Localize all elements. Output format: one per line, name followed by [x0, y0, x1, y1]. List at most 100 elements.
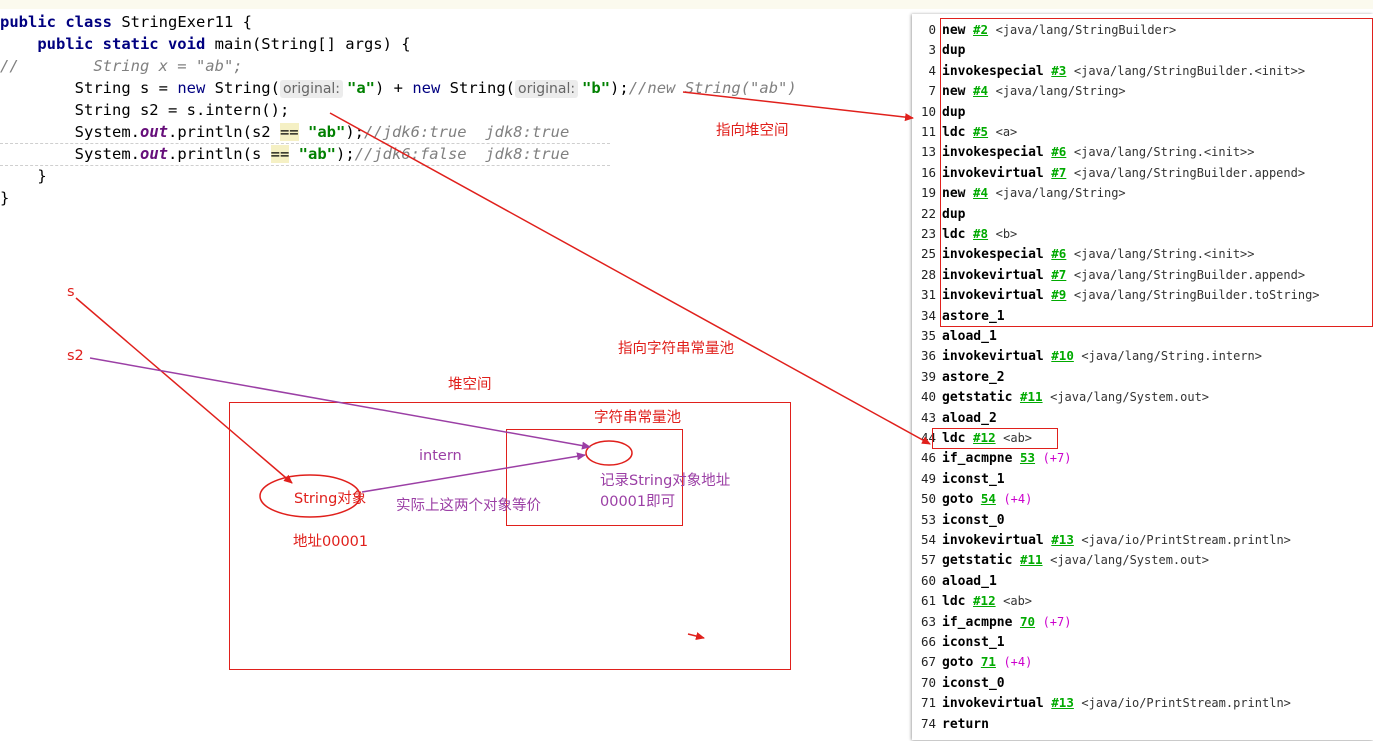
bytecode-opcode: aload_1 — [942, 329, 997, 344]
code-token: // String x = "ab"; — [0, 57, 243, 75]
bytecode-opcode: iconst_1 — [942, 471, 1005, 487]
bytecode-comment: <java/io/PrintStream.println> — [1081, 533, 1291, 547]
bytecode-comment: <ab> — [1003, 431, 1033, 445]
constant-pool-ref-link[interactable]: #9 — [1051, 287, 1067, 303]
bytecode-offset: 31 — [920, 287, 936, 303]
code-token: out — [139, 145, 168, 163]
constant-pool-ref-link[interactable]: 70 — [1019, 613, 1036, 629]
bytecode-opcode: invokevirtual — [942, 267, 1044, 283]
code-line: System.out.println(s2 == "ab");//jdk6:tr… — [0, 121, 569, 143]
constant-pool-ref-link[interactable]: #13 — [1051, 532, 1074, 547]
constant-pool-ref-link[interactable]: #10 — [1051, 348, 1074, 364]
code-token: public class — [0, 13, 122, 31]
code-token: "b" — [582, 79, 611, 97]
constant-pool-ref-link[interactable]: #6 — [1051, 144, 1067, 160]
bytecode-opcode: aload_2 — [942, 410, 997, 426]
constant-pool-ref-link[interactable]: #13 — [1051, 695, 1074, 711]
bytecode-opcode: iconst_0 — [942, 512, 1005, 528]
constant-pool-ref-link[interactable]: 71 — [980, 654, 996, 670]
constant-pool-ref-link[interactable]: #7 — [1051, 266, 1067, 282]
constant-pool-ref-link[interactable]: #7 — [1051, 164, 1067, 180]
bytecode-opcode: invokevirtual — [942, 349, 1044, 365]
bytecode-opcode: invokevirtual — [942, 288, 1044, 304]
code-token: "a" — [347, 79, 376, 97]
constant-pool-ref-link[interactable]: #2 — [973, 22, 989, 37]
label-record-line2: 00001即可 — [600, 494, 676, 510]
constant-pool-ref-link[interactable]: #6 — [1051, 246, 1067, 262]
bytecode-comment: <b> — [995, 227, 1018, 241]
bytecode-offset: 23 — [920, 226, 936, 241]
code-token: StringExer11 { — [121, 13, 252, 31]
label-heap-space: 堆空间 — [448, 377, 492, 393]
constant-pool-ref-link[interactable]: #12 — [973, 430, 996, 445]
bytecode-offset: 39 — [920, 368, 936, 384]
code-token: new — [412, 79, 450, 97]
bytecode-offset: 16 — [920, 164, 936, 180]
bytecode-comment: <java/io/PrintStream.println> — [1081, 696, 1291, 711]
code-token: } — [0, 189, 10, 207]
code-token: String s2 = s.intern(); — [0, 101, 290, 119]
code-token: "ab" — [298, 145, 336, 163]
bytecode-offset: 63 — [920, 613, 936, 629]
constant-pool-ref-link[interactable]: #8 — [973, 226, 989, 241]
bytecode-offset: 50 — [920, 491, 936, 507]
bytecode-offset: 54 — [920, 532, 936, 547]
label-var-s: s — [67, 284, 75, 300]
bytecode-opcode: astore_1 — [942, 308, 1005, 324]
constant-pool-ref-link[interactable]: 53 — [1019, 450, 1036, 466]
bytecode-comment: <java/lang/String.intern> — [1081, 349, 1263, 364]
constant-pool-ref-link[interactable]: #4 — [973, 83, 989, 99]
code-line: System.out.println(s == "ab");//jdk6:fal… — [0, 143, 569, 165]
constant-pool-ref-link[interactable]: #4 — [973, 185, 989, 201]
bytecode-comment: <java/lang/String> — [995, 84, 1126, 99]
string-builder-ops-box — [940, 18, 1373, 327]
bytecode-comment: <ab> — [1003, 594, 1033, 609]
editor-dashed-rule — [0, 165, 610, 166]
bytecode-comment: <java/lang/System.out> — [1050, 390, 1210, 405]
constant-pool-ref-link[interactable]: #11 — [1019, 552, 1043, 568]
code-token: public static void — [0, 35, 215, 53]
bytecode-opcode: aload_1 — [942, 573, 997, 589]
constant-pool-ref-link[interactable]: #12 — [973, 593, 996, 609]
bytecode-offset: 0 — [928, 22, 936, 37]
bytecode-offset: 66 — [920, 634, 936, 649]
constant-pool-ref-link[interactable]: 54 — [980, 491, 996, 507]
code-token: //new String("ab") — [628, 79, 797, 97]
label-address: 地址00001 — [293, 534, 369, 550]
bytecode-opcode: dup — [942, 104, 966, 120]
constant-pool-ref-link[interactable]: #11 — [1019, 389, 1043, 405]
code-editor[interactable]: public class StringExer11 { public stati… — [0, 0, 1373, 210]
bytecode-opcode: getstatic — [942, 553, 1013, 569]
constant-pool-ref-link[interactable]: #3 — [1051, 62, 1067, 78]
editor-dashed-rule — [0, 143, 610, 144]
code-token — [289, 145, 298, 163]
constant-pool-ref-link[interactable]: #5 — [973, 124, 989, 139]
